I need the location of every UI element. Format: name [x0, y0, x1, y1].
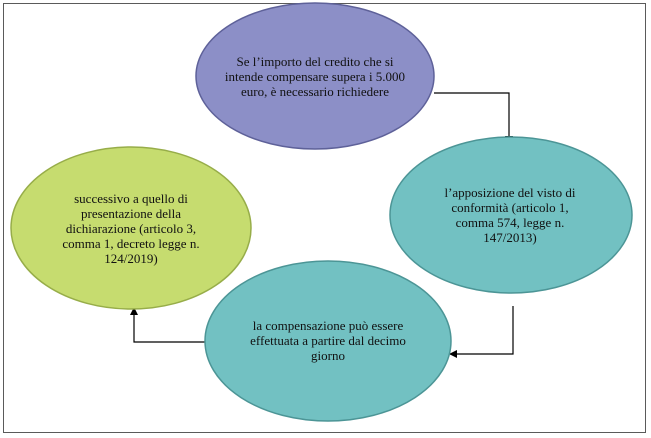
ellipse-node-3 [204, 260, 452, 422]
ellipse-node-1 [195, 2, 435, 150]
connector-2-to-3 [449, 306, 514, 358]
ellipse-node-4 [10, 146, 252, 310]
node-3-text: la compensazione può essere effettuata a… [250, 317, 406, 363]
node-4-text: successivo a quello di presentazione del… [62, 190, 200, 266]
node-1-text: Se l’importo del credito che si intende … [224, 53, 406, 99]
node-2-text: l’apposizione del visto di conformità (a… [444, 185, 576, 245]
ellipse-node-2 [389, 136, 633, 294]
connector-1-to-2 [434, 92, 513, 144]
connector-3-to-4 [130, 307, 205, 343]
